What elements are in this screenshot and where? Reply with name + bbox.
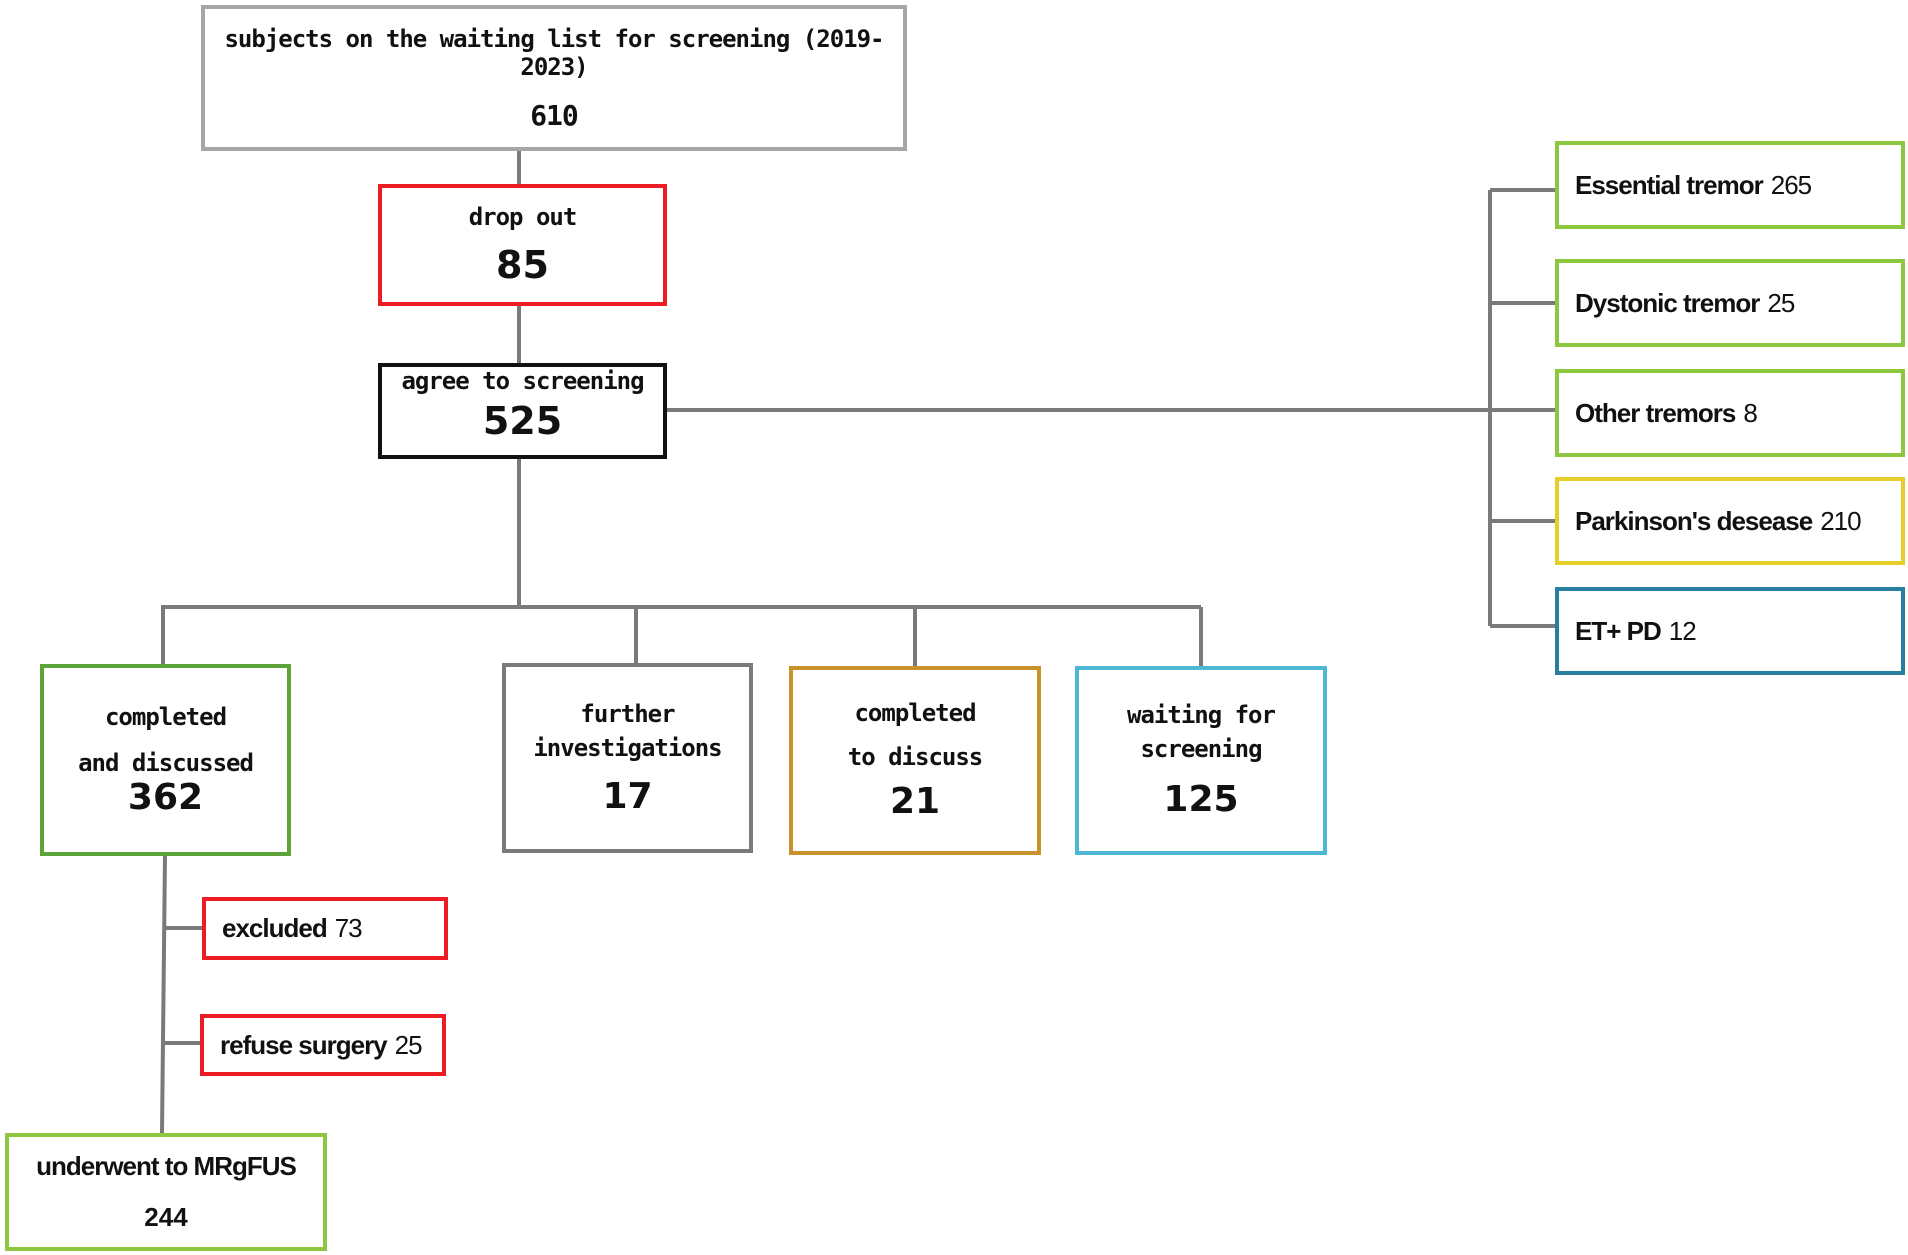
waiting-screening-label-1: waiting for — [1127, 701, 1276, 729]
refuse-label: refuse surgery — [220, 1029, 388, 1060]
mrgfus-box: underwent to MRgFUS 244 — [5, 1133, 327, 1251]
agree-value: 525 — [482, 399, 563, 443]
waiting-screening-value: 125 — [1163, 779, 1239, 820]
waiting-screening-label-2: screening — [1140, 735, 1262, 763]
to-discuss-label-1: completed — [854, 699, 976, 727]
diagnosis-other-tremors: Other tremors 8 — [1555, 369, 1905, 457]
diagnosis-value: 12 — [1668, 615, 1697, 646]
mrgfus-value: 244 — [144, 1202, 188, 1232]
waiting-list-value: 610 — [530, 98, 579, 132]
waiting-list-label: subjects on the waiting list for screeni… — [224, 24, 884, 81]
diagnosis-label: Other tremors — [1575, 397, 1736, 428]
completed-discussed-box: completed and discussed 362 — [40, 664, 291, 856]
drop-out-value: 85 — [496, 243, 549, 287]
agree-label: agree to screening — [401, 367, 644, 395]
further-value: 17 — [602, 775, 653, 817]
waiting-for-screening-box: waiting for screening 125 — [1075, 666, 1327, 855]
excluded-box: excluded 73 — [202, 897, 448, 960]
drop-out-box: drop out 85 — [378, 184, 667, 306]
refuse-surgery-box: refuse surgery 25 — [200, 1014, 446, 1076]
to-discuss-label-2: to discuss — [847, 743, 983, 771]
completed-discussed-label-2: and discussed — [78, 748, 254, 777]
agree-box: agree to screening 525 — [378, 363, 667, 459]
diagnosis-value: 210 — [1820, 505, 1861, 536]
diagnosis-label: Parkinson's desease — [1575, 505, 1813, 536]
diagnosis-dystonic-tremor: Dystonic tremor 25 — [1555, 259, 1905, 347]
diagnosis-label: Dystonic tremor — [1575, 287, 1760, 318]
diagnosis-parkinsons: Parkinson's desease 210 — [1555, 477, 1905, 565]
diagnosis-value: 265 — [1770, 169, 1812, 200]
completed-discussed-label-1: completed — [104, 702, 227, 731]
further-label-1: further — [580, 699, 675, 728]
drop-out-label: drop out — [468, 203, 578, 231]
excluded-value: 73 — [334, 913, 363, 943]
diagnosis-value: 25 — [1767, 287, 1795, 318]
diagnosis-essential-tremor: Essential tremor 265 — [1555, 141, 1905, 229]
diagnosis-label: Essential tremor — [1575, 169, 1764, 200]
diagnosis-label: ET+ PD — [1575, 615, 1662, 646]
diagnosis-et-pd: ET+ PD 12 — [1555, 587, 1905, 675]
diagnosis-value: 8 — [1743, 397, 1758, 428]
excluded-label: excluded — [222, 913, 328, 943]
to-discuss-box: completed to discuss 21 — [789, 666, 1041, 855]
refuse-value: 25 — [394, 1029, 423, 1060]
connector-completed-down — [160, 854, 167, 1134]
further-label-2: investigations — [533, 733, 722, 762]
waiting-list-box: subjects on the waiting list for screeni… — [201, 5, 907, 151]
mrgfus-label: underwent to MRgFUS — [36, 1151, 297, 1181]
further-investigations-box: further investigations 17 — [502, 663, 753, 853]
completed-discussed-value: 362 — [127, 776, 204, 818]
to-discuss-value: 21 — [889, 781, 941, 822]
